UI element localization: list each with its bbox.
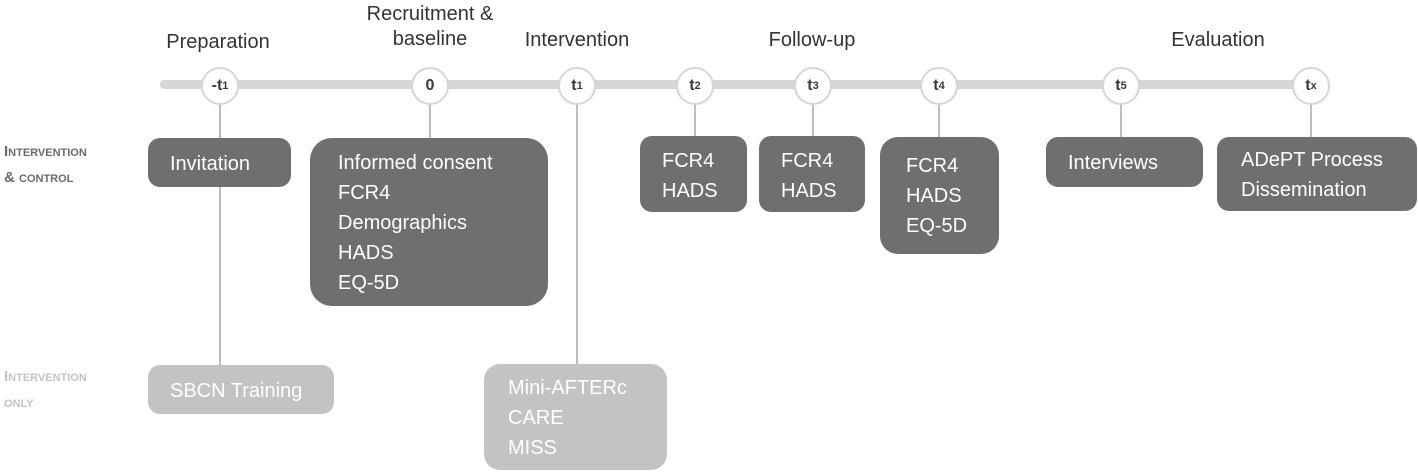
row-label-intervention-control-line2: & control	[4, 169, 74, 186]
box-item: Dissemination	[1241, 179, 1367, 201]
box-item: HADS	[662, 180, 718, 202]
node-t1-sub: 1	[576, 80, 583, 92]
node-t3-prefix: t	[807, 77, 813, 94]
timeline-bar	[160, 80, 1330, 89]
phase-evaluation: Evaluation	[1171, 29, 1265, 51]
connector-t0	[429, 103, 431, 139]
box-item: EQ-5D	[338, 272, 400, 294]
connector-t2	[694, 103, 696, 137]
node-t0: 0	[411, 67, 449, 105]
phase-follow-up: Follow-up	[768, 29, 856, 51]
box-sbcn-training: SBCN Training	[148, 365, 334, 414]
phase-preparation: Preparation	[166, 31, 270, 53]
node-t3-sub: 3	[812, 80, 819, 92]
connector-t1	[576, 103, 578, 365]
box-item: Invitation	[170, 153, 251, 175]
node-t5-sub: 5	[1120, 80, 1127, 92]
node-t5-prefix: t	[1115, 77, 1121, 94]
connector-t4	[938, 103, 940, 137]
box-baseline: Informed consent FCR4 Demographics HADS …	[310, 138, 548, 306]
box-item: HADS	[781, 180, 837, 202]
node-t2-prefix: t	[689, 77, 695, 94]
box-intervention-measures: Mini-AFTERc CARE MISS	[484, 364, 667, 470]
box-invitation: Invitation	[148, 138, 291, 187]
phase-intervention: Intervention	[524, 29, 630, 51]
box-item: FCR4	[906, 155, 959, 177]
node-t1-prefix: t	[571, 77, 577, 94]
connector-t5	[1120, 103, 1122, 137]
box-item: Demographics	[338, 212, 467, 234]
node-tx-sub: x	[1310, 80, 1317, 92]
box-tx: ADePT Process Dissemination	[1217, 137, 1417, 211]
box-item: Informed consent	[338, 152, 493, 174]
row-label-intervention-only-line2: only	[4, 394, 34, 411]
box-item: SBCN Training	[170, 380, 303, 402]
box-item: HADS	[338, 242, 394, 264]
box-item: ADePT Process	[1241, 149, 1383, 171]
row-label-intervention-only-line1: Intervention	[4, 368, 87, 385]
row-label-intervention-only: Intervention only	[4, 364, 87, 416]
node-t0-prefix: 0	[425, 77, 435, 94]
box-item: FCR4	[338, 182, 391, 204]
box-t5: Interviews	[1046, 137, 1203, 187]
box-item: Mini-AFTERc	[508, 377, 627, 399]
box-t4: FCR4 HADS EQ-5D	[880, 137, 999, 254]
box-item: HADS	[906, 185, 962, 207]
phase-recruitment-line2: baseline	[392, 28, 468, 50]
node-t4-sub: 4	[938, 80, 945, 92]
row-label-intervention-control: Intervention & control	[4, 139, 87, 191]
box-item: EQ-5D	[906, 215, 968, 237]
node-tx-prefix: t	[1305, 77, 1311, 94]
box-item: Interviews	[1068, 152, 1159, 174]
connector-tx	[1310, 103, 1312, 137]
box-item: FCR4	[781, 150, 834, 172]
box-item: MISS	[508, 437, 557, 459]
box-t2: FCR4 HADS	[640, 136, 747, 212]
phase-recruitment-baseline: Recruitment & baseline	[340, 2, 520, 52]
connector-t-minus-1	[219, 103, 221, 365]
node-t-minus-1-prefix: -t	[211, 77, 223, 94]
row-label-intervention-control-line1: Intervention	[4, 143, 87, 160]
node-t2-sub: 2	[694, 80, 701, 92]
box-t3: FCR4 HADS	[759, 136, 865, 212]
box-item: FCR4	[662, 150, 715, 172]
box-item: CARE	[508, 407, 564, 429]
node-t-minus-1-sub: 1	[222, 80, 229, 92]
connector-t3	[812, 103, 814, 137]
node-t4-prefix: t	[933, 77, 939, 94]
phase-recruitment-line1: Recruitment &	[366, 3, 494, 25]
